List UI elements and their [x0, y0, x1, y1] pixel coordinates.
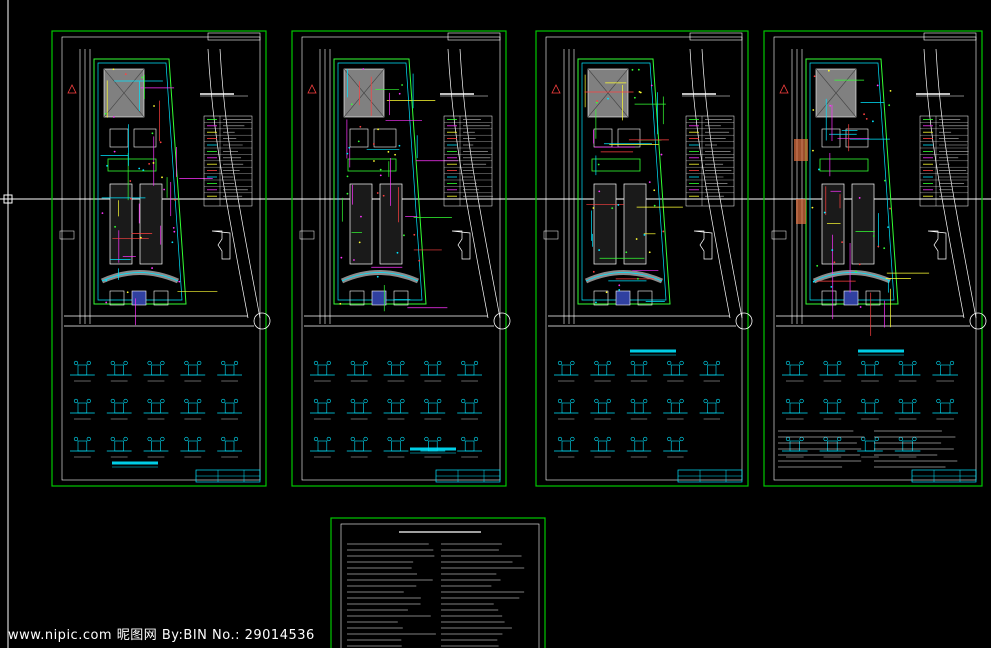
site-boundary	[577, 58, 671, 305]
sheet-border	[535, 30, 749, 487]
north-arrow-icon	[779, 84, 789, 94]
drawing-sheet-1[interactable]	[51, 30, 271, 487]
title-block	[911, 469, 977, 483]
sheet-stamp	[923, 32, 977, 41]
title-block	[677, 469, 743, 483]
curved-road	[207, 48, 249, 319]
title-block	[195, 469, 261, 483]
curved-road	[923, 48, 965, 319]
legend-table	[440, 93, 493, 207]
sheet-inner-frame	[545, 36, 743, 481]
key-plan	[211, 230, 231, 260]
title-block	[435, 469, 501, 483]
site-boundary	[333, 58, 427, 305]
north-arrow-icon	[307, 84, 317, 94]
drawing-sheet-4[interactable]	[763, 30, 987, 487]
key-plan	[927, 230, 947, 260]
hall-building	[109, 183, 133, 265]
sheet-border	[51, 30, 267, 487]
sheet-stamp	[447, 32, 501, 41]
north-arrow-icon	[67, 84, 77, 94]
site-boundary	[93, 58, 187, 305]
notes-sheet[interactable]	[330, 517, 546, 648]
sheet-stamp	[207, 32, 261, 41]
curved-road	[447, 48, 489, 319]
cross-section-details	[554, 360, 724, 458]
hall-building	[349, 183, 373, 265]
notes-sheet-border	[330, 517, 546, 648]
roundabout	[493, 312, 511, 330]
drawing-sheets	[51, 30, 987, 487]
north-arrow-icon	[551, 84, 561, 94]
key-plan	[451, 230, 471, 260]
drawing-sheet-2[interactable]	[291, 30, 511, 487]
roundabout	[253, 312, 271, 330]
sheet-border	[763, 30, 983, 487]
legend-table	[682, 93, 735, 207]
site-plan	[64, 48, 271, 330]
cross-section-details	[310, 360, 482, 458]
legend-table	[200, 93, 253, 207]
roundabout	[969, 312, 987, 330]
watermark-text: www.nipic.com 昵图网 By:BIN No.: 29014536	[8, 628, 315, 643]
legend-table	[916, 93, 969, 207]
sheet-inner-frame	[773, 36, 977, 481]
sheet-stamp	[689, 32, 743, 41]
key-plan	[693, 230, 713, 260]
site-plan	[304, 48, 511, 330]
curved-road	[689, 48, 731, 319]
cross-section-details	[782, 360, 958, 458]
sheet-inner-frame	[61, 36, 261, 481]
roundabout	[735, 312, 753, 330]
sheet-inner-frame	[301, 36, 501, 481]
hall-building	[593, 183, 617, 265]
site-plan	[776, 48, 987, 336]
sheet-border	[291, 30, 507, 487]
drawing-sheet-3[interactable]	[535, 30, 753, 487]
cross-section-details	[70, 360, 242, 458]
site-plan	[548, 48, 753, 330]
